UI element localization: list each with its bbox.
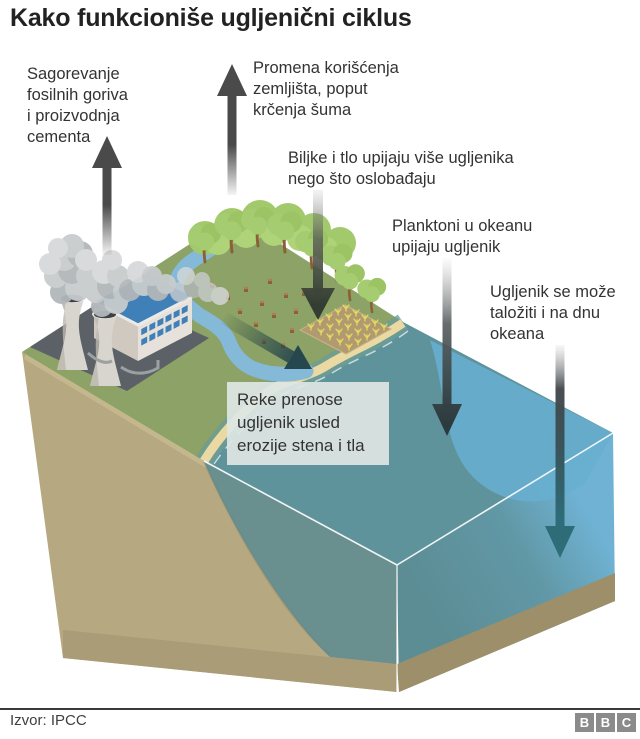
arrow-river-transport <box>220 312 312 369</box>
footer-divider <box>0 708 640 710</box>
arrow-plankton-uptake-down <box>432 258 462 436</box>
soil-block-left-face <box>22 352 397 692</box>
arrow-fossil-emissions-up <box>92 136 122 255</box>
land-surface <box>22 215 403 461</box>
crop-field <box>298 304 393 355</box>
power-plant <box>30 274 209 391</box>
smoke-plumes <box>39 234 229 317</box>
forest <box>186 200 388 314</box>
factory-windows <box>141 304 188 346</box>
bbc-logo-block: B <box>575 713 594 732</box>
arrow-seabed-deposit-down <box>545 345 575 558</box>
label-rivers-box: Reke prenose ugljenik usled erozije sten… <box>227 382 389 466</box>
bbc-logo: B B C <box>575 713 636 732</box>
label-plankton: Planktoni u okeanu upijaju ugljenik <box>392 217 533 257</box>
source-credit: Izvor: IPCC <box>10 712 87 729</box>
bbc-logo-block: C <box>617 713 636 732</box>
bbc-logo-block: B <box>596 713 615 732</box>
factory-pipes <box>86 351 160 375</box>
label-plants-soil: Biljke i tlo upijaju više ugljenika nego… <box>288 149 514 189</box>
arrow-landuse-emissions-up <box>217 64 247 195</box>
page-title: Kako funkcioniše ugljenični ciklus <box>10 4 412 32</box>
label-fossil-fuels: Sagorevanje fosilnih goriva i proizvodnj… <box>27 65 128 147</box>
arrow-plant-uptake-down <box>301 190 335 320</box>
water-edges <box>203 432 614 692</box>
label-land-use: Promena korišćenja zemljišta, poput krče… <box>253 59 399 120</box>
label-seabed: Ugljenik se može taložiti i na dnu okean… <box>490 283 616 344</box>
